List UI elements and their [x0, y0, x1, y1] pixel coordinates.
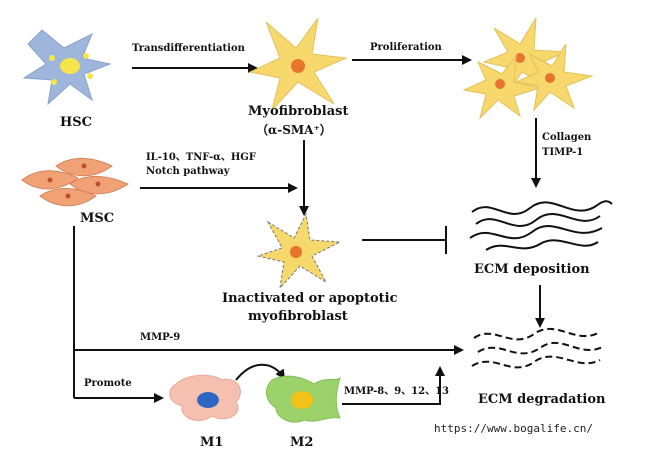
notch-label: Notch pathway: [146, 166, 231, 177]
hsc-cell: [22, 29, 112, 106]
watermark-url: https://www.bogalife.cn/: [434, 422, 593, 435]
mmps-arrow: [342, 366, 445, 405]
hsc-label: HSC: [60, 115, 92, 130]
timp-label: TIMP-1: [542, 147, 583, 158]
ecm-degradation-label: ECM degradation: [478, 392, 606, 407]
proliferated-myofibroblast-cluster: [462, 17, 594, 120]
inactivated-myofibroblast-cell: [256, 212, 342, 290]
m2-label: M2: [290, 435, 313, 450]
msc-cells: [21, 158, 130, 207]
ecm-deposition-label: ECM deposition: [474, 262, 590, 277]
ecm-deposition-fibers: [469, 200, 613, 251]
myofibroblast-cell: [248, 17, 348, 111]
msc-label: MSC: [80, 211, 114, 226]
m1-macrophage: [169, 374, 241, 421]
m2-macrophage: [266, 375, 342, 423]
collagen-label: Collagen: [542, 132, 592, 143]
mmp9-label: MMP-9: [140, 332, 180, 343]
sma-label: （α-SMA⁺）: [256, 122, 332, 137]
transdifferentiation-label: Transdifferentiation: [132, 43, 246, 54]
ecm-degradation-fibers: [471, 327, 605, 369]
m1-label: M1: [200, 435, 223, 450]
m1-to-m2-arrow: [235, 363, 286, 381]
proliferation-label: Proliferation: [370, 42, 443, 53]
inactivated-label-2: myofibroblast: [248, 309, 348, 324]
myofibroblast-label: Myofibroblast: [248, 104, 348, 119]
inactivated-label-1: Inactivated or apoptotic: [222, 291, 398, 306]
promote-label: Promote: [84, 378, 132, 389]
factors-label: IL-10、TNF-α、HGF: [146, 152, 256, 163]
inhibition-bar: [362, 226, 447, 254]
mmps-label: MMP-8、9、12、13: [344, 386, 449, 397]
